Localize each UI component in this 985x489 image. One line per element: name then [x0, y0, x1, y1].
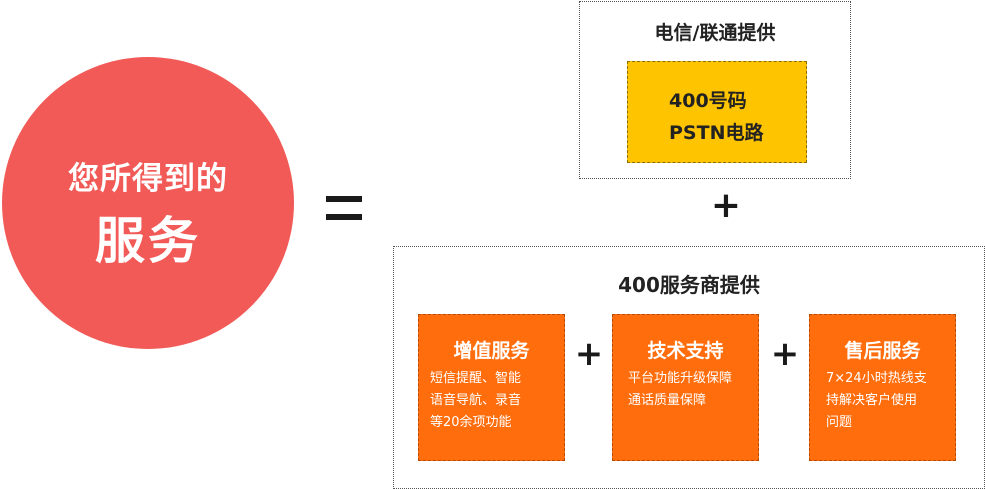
after-sales-service-desc: 7×24小时热线支 持解决客户使用 问题 [826, 368, 952, 434]
value-added-service-title: 增值服务 [453, 340, 530, 362]
service-circle-line2: 服务 [95, 212, 201, 270]
value-added-service-desc: 短信提醒、智能 语音导航、录音 等20余项功能 [430, 368, 556, 434]
service-circle: 您所得到的 服务 [2, 57, 294, 349]
equals-sign-top-bar [326, 196, 362, 202]
technical-support-title: 技术支持 [647, 340, 724, 362]
desc-line: 短信提醒、智能 [430, 371, 522, 386]
carrier-group-frame [579, 1, 851, 179]
after-sales-service-title: 售后服务 [844, 340, 921, 362]
desc-line: 持解决客户使用 [826, 393, 918, 408]
desc-line: 等20余项功能 [430, 415, 512, 430]
technical-support-box [612, 314, 759, 461]
plus-sign-middle: + [710, 185, 742, 226]
after-sales-service-box [809, 314, 956, 461]
equals-sign-bottom-bar [326, 214, 362, 220]
carrier-group-title: 电信/联通提供 [654, 22, 776, 44]
plus-sign-b: + [770, 334, 800, 374]
service-circle-line1: 您所得到的 [68, 161, 228, 197]
value-added-service-box [418, 314, 565, 461]
plus-sign-a: + [574, 334, 604, 374]
technical-support-desc: 平台功能升级保障 通话质量保障 [628, 368, 754, 412]
carrier-box-line1: 400号码 [669, 90, 747, 112]
carrier-box [627, 61, 807, 163]
desc-line: 语音导航、录音 [430, 393, 522, 408]
desc-line: 平台功能升级保障 [628, 371, 733, 386]
desc-line: 7×24小时热线支 [826, 371, 927, 386]
provider-group-title: 400服务商提供 [618, 273, 760, 297]
desc-line: 问题 [826, 415, 853, 430]
desc-line: 通话质量保障 [628, 393, 707, 408]
carrier-box-line2: PSTN电路 [669, 122, 764, 144]
